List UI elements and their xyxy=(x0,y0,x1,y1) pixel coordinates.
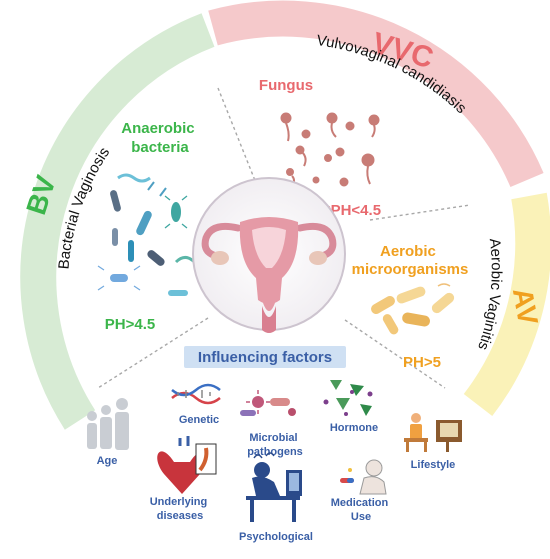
section-dividers xyxy=(97,87,471,389)
lifestyle-icon xyxy=(404,413,462,452)
bv-band xyxy=(20,13,215,430)
vvc-band xyxy=(208,0,544,188)
factor-genetic: Genetic xyxy=(179,414,219,426)
factor-microbial: Microbial pathogens xyxy=(247,432,303,458)
heart-icon xyxy=(157,436,217,494)
aerobic-bacteria-illustration xyxy=(371,283,455,335)
influencing-title: Influencing factors xyxy=(198,349,332,366)
stressed-person-icon xyxy=(246,452,302,522)
influencing-title-bar xyxy=(184,346,346,368)
hormone-icon xyxy=(323,380,373,416)
dna-icon xyxy=(171,383,221,405)
factor-lifestyle: Lifestyle xyxy=(411,459,456,471)
av-organism-label: Aerobic microorganisms xyxy=(352,243,469,278)
bv-ph: PH>4.5 xyxy=(105,316,155,333)
vvc-organism-label: Fungus xyxy=(259,77,313,94)
pathogen-icon xyxy=(240,390,296,416)
av-ph: PH>5 xyxy=(403,354,441,371)
factor-hormone: Hormone xyxy=(330,422,378,434)
factor-psychological: Psychological xyxy=(239,531,313,543)
bv-organism-label: Anaerobic bacteria xyxy=(121,120,199,156)
av-band xyxy=(463,192,550,416)
bacteria-illustration xyxy=(97,173,206,296)
medication-icon xyxy=(340,459,387,495)
factor-age: Age xyxy=(97,455,118,467)
av-abbr: AV xyxy=(507,286,544,328)
factor-underlying: Underlying diseases xyxy=(150,496,211,522)
factor-medication: Medication Use xyxy=(331,497,392,523)
family-icon xyxy=(87,398,129,450)
fungus-illustration xyxy=(280,112,380,187)
uterus-icon xyxy=(201,217,337,333)
